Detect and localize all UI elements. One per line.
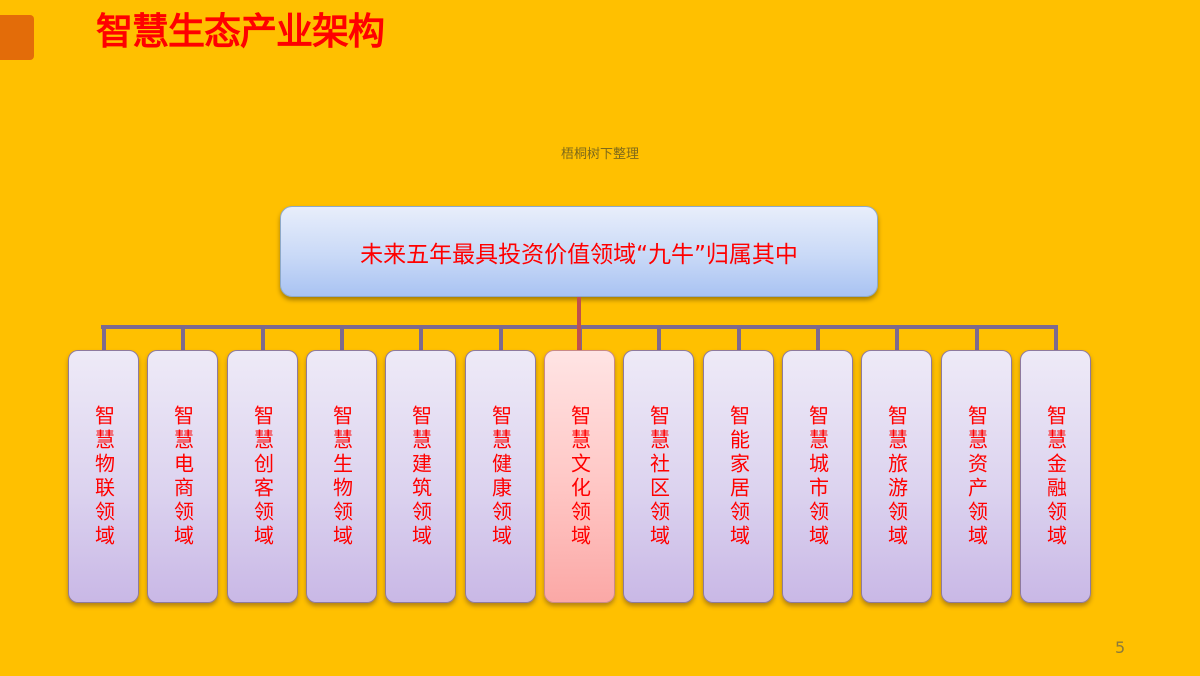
leaf-node: 智慧创客领域 (227, 350, 298, 603)
connector-drop (418, 325, 423, 351)
leaf-node-label: 智慧健康领域 (488, 404, 513, 549)
leaf-node: 智能家居领域 (703, 350, 774, 603)
leaf-node: 智慧金融领域 (1020, 350, 1091, 603)
connector-drop (656, 325, 661, 351)
leaf-node-label: 智慧旅游领域 (884, 404, 909, 549)
leaf-node-label: 智慧资产领域 (964, 404, 989, 549)
root-node-label: 未来五年最具投资价值领域“九牛”归属其中 (360, 241, 798, 268)
connector-drop (101, 325, 106, 351)
leaf-node-label: 智慧文化领域 (567, 404, 592, 549)
leaf-node-label: 智慧城市领域 (805, 404, 830, 549)
connector-drop (1053, 325, 1058, 351)
leaf-node-label: 智慧社区领域 (646, 404, 671, 549)
connector-drop (339, 325, 344, 351)
leaf-node: 智慧物联领域 (68, 350, 139, 603)
leaf-node-highlighted: 智慧文化领域 (544, 350, 615, 603)
connector-drop (894, 325, 899, 351)
credit-text: 梧桐树下整理 (560, 147, 639, 162)
leaf-node: 智慧电商领域 (147, 350, 218, 603)
leaf-node: 智慧社区领域 (623, 350, 694, 603)
leaf-node-label: 智慧物联领域 (91, 404, 116, 549)
connector-drop (180, 325, 185, 351)
root-node: 未来五年最具投资价值领域“九牛”归属其中 (280, 206, 878, 297)
connector-stem-highlight (577, 297, 581, 351)
leaf-node: 智慧建筑领域 (385, 350, 456, 603)
leaf-node: 智慧旅游领域 (861, 350, 932, 603)
connector-drop (736, 325, 741, 351)
leaf-node: 智慧资产领域 (941, 350, 1012, 603)
connector-drop (815, 325, 820, 351)
leaf-node: 智慧健康领域 (465, 350, 536, 603)
page-number: 5 (1115, 638, 1126, 657)
leaf-node: 智慧生物领域 (306, 350, 377, 603)
page-title: 智慧生态产业架构 (96, 10, 385, 53)
leaf-node-label: 智慧生物领域 (329, 404, 354, 549)
leaf-node: 智慧城市领域 (782, 350, 853, 603)
accent-square (0, 15, 34, 60)
leaf-node-label: 智慧建筑领域 (408, 404, 433, 549)
leaf-node-label: 智慧金融领域 (1043, 404, 1068, 549)
connector-drop (498, 325, 503, 351)
connector-drop (974, 325, 979, 351)
leaf-node-label: 智能家居领域 (726, 404, 751, 549)
connector-drop (260, 325, 265, 351)
leaf-node-label: 智慧电商领域 (170, 404, 195, 549)
leaf-node-label: 智慧创客领域 (250, 404, 275, 549)
